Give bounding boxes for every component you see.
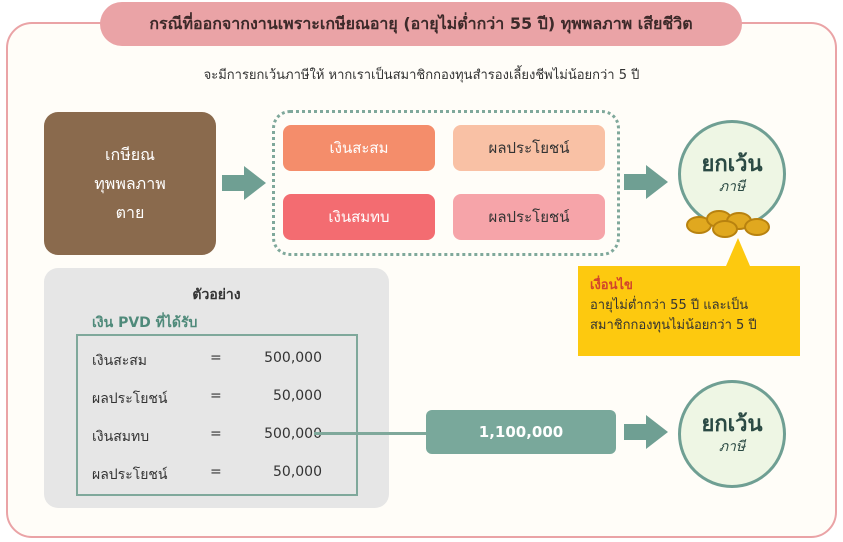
tax-exempt-label: ยกเว้น bbox=[701, 152, 763, 177]
tax-exempt-badge: ยกเว้น ภาษี bbox=[678, 120, 786, 228]
tax-label: ภาษี bbox=[718, 179, 746, 195]
causes-box: เกษียณ ทุพพลภาพ ตาย bbox=[44, 112, 216, 255]
condition-callout: เงื่อนไข อายุไม่ต่ำกว่า 55 ปี และเป็น สม… bbox=[578, 238, 800, 356]
row-label: เงินสมทบ bbox=[92, 429, 150, 445]
row-equals: = bbox=[210, 426, 222, 442]
fund-employer-benefit: ผลประโยชน์ bbox=[453, 194, 605, 240]
connector-line bbox=[314, 432, 426, 435]
arrow-right-icon bbox=[222, 166, 266, 200]
tax-exempt-label: ยกเว้น bbox=[701, 412, 763, 437]
example-subtitle: เงิน PVD ที่ได้รับ bbox=[92, 315, 198, 331]
fund-employer-contribution: เงินสมทบ bbox=[283, 194, 435, 240]
condition-line-2: สมาชิกกองทุนไม่น้อยกว่า 5 ปี bbox=[590, 318, 757, 333]
cause-death: ตาย bbox=[115, 203, 145, 222]
arrow-right-icon bbox=[624, 165, 668, 199]
table-row: ผลประโยชน์ = 50,000 bbox=[78, 458, 356, 488]
table-row: ผลประโยชน์ = 50,000 bbox=[78, 382, 356, 412]
tax-exempt-badge: ยกเว้น ภาษี bbox=[678, 380, 786, 488]
row-equals: = bbox=[210, 350, 222, 366]
row-equals: = bbox=[210, 388, 222, 404]
example-title: ตัวอย่าง bbox=[192, 287, 241, 303]
tax-label: ภาษี bbox=[718, 439, 746, 455]
page-title: กรณีที่ออกจากงานเพราะเกษียณอายุ (อายุไม่… bbox=[100, 2, 742, 46]
row-label: ผลประโยชน์ bbox=[92, 467, 168, 483]
fund-employee-benefit: ผลประโยชน์ bbox=[453, 125, 605, 171]
cause-disabled: ทุพพลภาพ bbox=[94, 174, 166, 193]
fund-employee-contribution: เงินสะสม bbox=[283, 125, 435, 171]
cause-retire: เกษียณ bbox=[105, 145, 155, 164]
row-amount: 500,000 bbox=[264, 426, 322, 442]
row-label: เงินสะสม bbox=[92, 353, 148, 369]
example-table: เงินสะสม = 500,000 ผลประโยชน์ = 50,000 เ… bbox=[76, 334, 358, 496]
table-row: เงินสมทบ = 500,000 bbox=[78, 420, 356, 450]
arrow-right-icon bbox=[624, 415, 668, 449]
row-label: ผลประโยชน์ bbox=[92, 391, 168, 407]
row-amount: 500,000 bbox=[264, 350, 322, 366]
example-panel: ตัวอย่าง เงิน PVD ที่ได้รับ เงินสะสม = 5… bbox=[44, 268, 389, 508]
row-amount: 50,000 bbox=[273, 388, 322, 404]
condition-title: เงื่อนไข bbox=[590, 278, 633, 293]
fund-components-group bbox=[272, 110, 620, 256]
coins-icon bbox=[684, 204, 784, 240]
row-amount: 50,000 bbox=[273, 464, 322, 480]
table-row: เงินสะสม = 500,000 bbox=[78, 344, 356, 374]
row-equals: = bbox=[210, 464, 222, 480]
subtitle: จะมีการยกเว้นภาษีให้ หากเราเป็นสมาชิกกอง… bbox=[203, 68, 640, 83]
condition-line-1: อายุไม่ต่ำกว่า 55 ปี และเป็น bbox=[590, 298, 749, 313]
total-amount: 1,100,000 bbox=[426, 410, 616, 454]
